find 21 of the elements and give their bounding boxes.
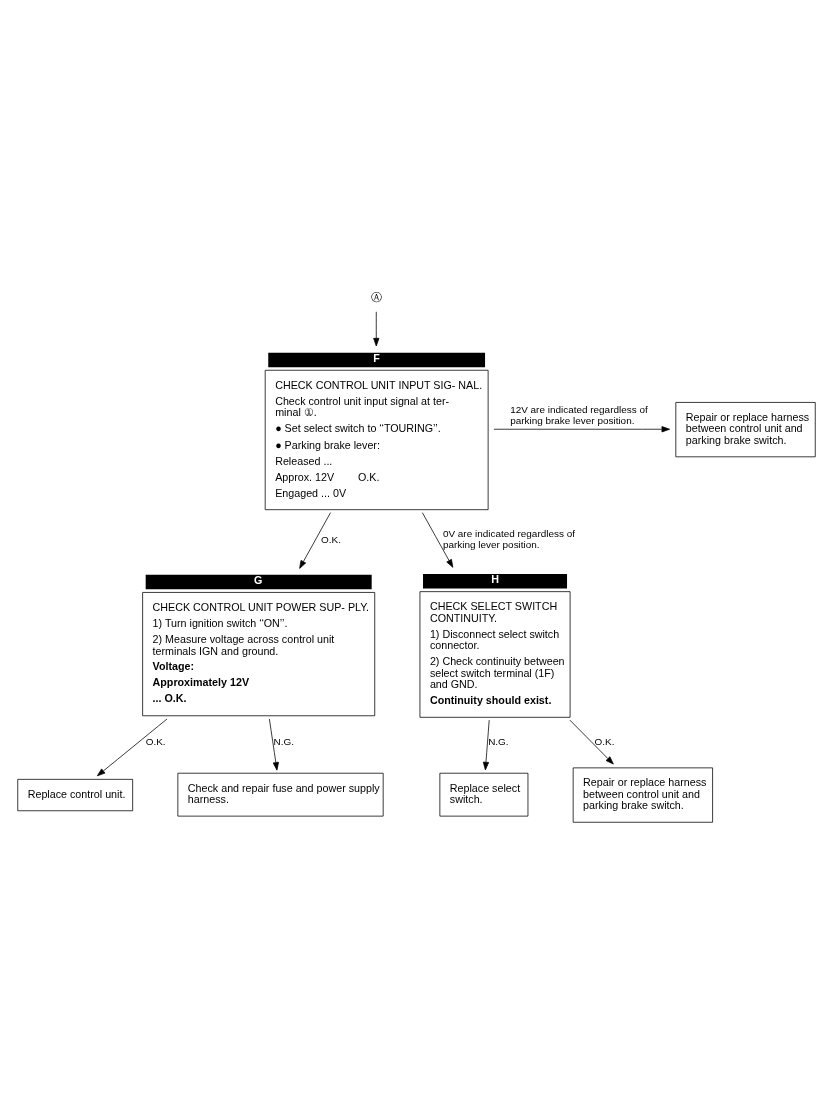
edge-label: 12V are indicated regardless of parking brake lever position. bbox=[510, 403, 648, 426]
edge-label: O.K. bbox=[145, 735, 166, 747]
node-box: Check and repair fuse and power supply harness. bbox=[177, 772, 384, 816]
edge-label: O.K. bbox=[321, 533, 342, 545]
arrow bbox=[421, 511, 454, 568]
node-box: Repair or replace harness between control unit and parking brake switch. bbox=[675, 401, 816, 457]
arrow bbox=[373, 310, 380, 346]
arrow bbox=[569, 719, 614, 764]
arrow bbox=[482, 719, 490, 770]
node-box: Replace control unit. bbox=[17, 778, 134, 811]
arrow bbox=[96, 718, 168, 776]
arrow bbox=[269, 718, 279, 771]
node-text: Ⓐ bbox=[370, 290, 382, 303]
edge-label: 0V are indicated regardless of parking lever position. bbox=[442, 527, 575, 550]
node-box: Replace select switch. bbox=[439, 772, 529, 816]
arrow bbox=[299, 511, 331, 569]
arrow bbox=[493, 425, 670, 432]
edge-label: N.G. bbox=[488, 735, 509, 747]
edge-label: O.K. bbox=[594, 735, 615, 747]
edge-label: N.G. bbox=[273, 735, 295, 747]
node-box: Repair or replace harness between control unit and parking brake switch. bbox=[572, 766, 713, 823]
